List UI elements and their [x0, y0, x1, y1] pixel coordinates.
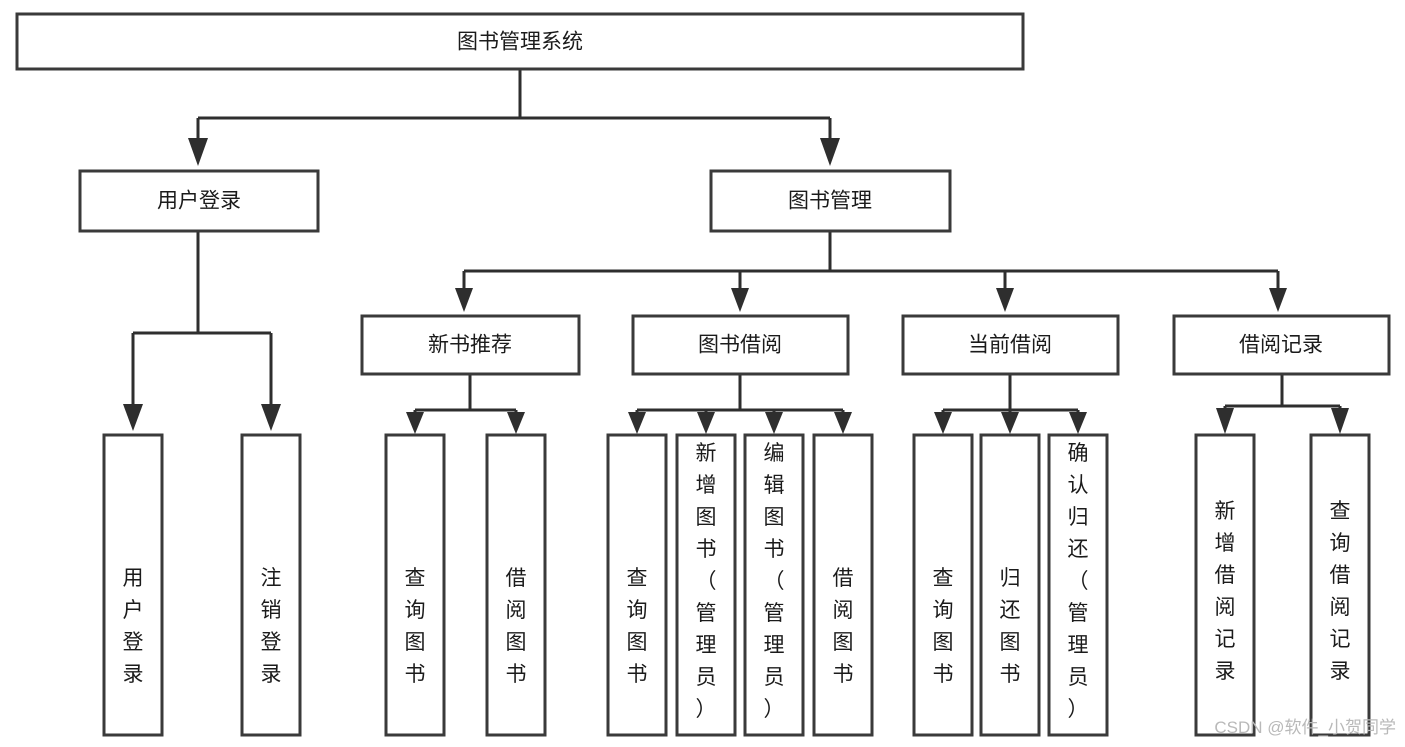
connector-layer: [123, 68, 1349, 434]
leaf-current-borrow-0[interactable]: 查询图书: [912, 433, 974, 737]
leaf-new-book-1-label: 借阅图书: [506, 567, 527, 686]
node-user-login-box[interactable]: [78, 169, 320, 233]
csdn-watermark: CSDN @软件_小贺同学: [1214, 718, 1396, 737]
arrow-head-bookborrow-leaf-0: [628, 412, 646, 434]
node-borrow-record[interactable]: 借阅记录: [1172, 314, 1391, 376]
leaf-current-borrow-1-box[interactable]: [979, 433, 1041, 737]
leaf-borrow-record-0-label: 新增借阅记录: [1215, 500, 1236, 683]
node-book-borrow-box[interactable]: [631, 314, 850, 376]
leaf-user-login-0-label: 用户登录: [123, 567, 144, 686]
node-root[interactable]: 图书管理系统: [15, 12, 1025, 71]
leaf-book-borrow-0-box[interactable]: [606, 433, 668, 737]
leaf-book-borrow-2-label: 编辑图书（管理员）: [764, 442, 785, 721]
leaf-user-login-1[interactable]: 注销登录: [240, 433, 302, 737]
leaf-borrow-record-1-label: 查询借阅记录: [1330, 500, 1351, 683]
leaf-book-borrow-0-label: 查询图书: [627, 567, 648, 686]
arrow-head-bookborrow: [731, 288, 749, 312]
arrow-head-currentborrow-leaf-1: [1001, 412, 1019, 434]
leaf-current-borrow-0-label: 查询图书: [933, 567, 954, 686]
arrow-head-userlogin-leaf-0: [123, 404, 143, 431]
arrow-head-bookmgmt: [820, 138, 840, 166]
arrow-head-bookborrow-leaf-1: [697, 412, 715, 434]
leaf-book-borrow-1-box[interactable]: [675, 433, 737, 737]
arrow-head-currentborrow-leaf-2: [1069, 412, 1087, 434]
arrow-head-userlogin-leaf-1: [261, 404, 281, 431]
node-new-book-recommend[interactable]: 新书推荐: [360, 314, 581, 376]
arrow-head-borrowrecord: [1269, 288, 1287, 312]
arrow-head-bookborrow-leaf-3: [834, 412, 852, 434]
node-book-borrow[interactable]: 图书借阅: [631, 314, 850, 376]
node-book-borrow-label: 图书借阅: [698, 334, 782, 357]
leaf-current-borrow-0-box[interactable]: [912, 433, 974, 737]
node-user-login-label: 用户登录: [157, 190, 241, 213]
node-current-borrow-box[interactable]: [901, 314, 1120, 376]
arrow-head-bookborrow-leaf-2: [765, 412, 783, 434]
leaf-new-book-0-box[interactable]: [384, 433, 446, 737]
leaf-user-login-1-label: 注销登录: [261, 567, 282, 686]
node-new-book-recommend-box[interactable]: [360, 314, 581, 376]
leaf-current-borrow-1-label: 归还图书: [1000, 567, 1021, 686]
leaf-current-borrow-2-label: 确认归还（管理员）: [1068, 442, 1089, 721]
leaf-user-login-0[interactable]: 用户登录: [102, 433, 164, 737]
leaf-user-login-1-box[interactable]: [240, 433, 302, 737]
leaf-book-borrow-1[interactable]: 新增图书（管理员）: [675, 433, 737, 737]
node-current-borrow[interactable]: 当前借阅: [901, 314, 1120, 376]
arrow-head-borrowrecord-leaf-1: [1331, 408, 1349, 434]
node-book-management-box[interactable]: [709, 169, 952, 233]
arrow-head-borrowrecord-leaf-0: [1216, 408, 1234, 434]
leaf-user-login-0-box[interactable]: [102, 433, 164, 737]
leaf-new-book-0[interactable]: 查询图书: [384, 433, 446, 737]
arrow-head-newbook-leaf-1: [507, 412, 525, 434]
arrow-head-currentborrow-leaf-0: [934, 412, 952, 434]
leaf-new-book-1[interactable]: 借阅图书: [485, 433, 547, 737]
leaf-borrow-record-0-box[interactable]: [1194, 433, 1256, 737]
arrow-head-userlogin: [188, 138, 208, 166]
leaf-borrow-record-0[interactable]: 新增借阅记录: [1194, 433, 1256, 737]
node-root-box[interactable]: [15, 12, 1025, 71]
leaf-book-borrow-2[interactable]: 编辑图书（管理员）: [743, 433, 805, 737]
node-borrow-record-label: 借阅记录: [1239, 334, 1323, 357]
arrow-head-currentborrow: [996, 288, 1014, 312]
leaf-book-borrow-3-label: 借阅图书: [833, 567, 854, 686]
leaf-book-borrow-1-label: 新增图书（管理员）: [696, 442, 717, 721]
node-borrow-record-box[interactable]: [1172, 314, 1391, 376]
leaf-borrow-record-1[interactable]: 查询借阅记录: [1309, 433, 1371, 737]
arrow-head-newbook: [455, 288, 473, 312]
leaf-book-borrow-3[interactable]: 借阅图书: [812, 433, 874, 737]
leaf-book-borrow-3-box[interactable]: [812, 433, 874, 737]
node-new-book-recommend-label: 新书推荐: [428, 334, 512, 357]
leaf-new-book-1-box[interactable]: [485, 433, 547, 737]
node-book-management[interactable]: 图书管理: [709, 169, 952, 233]
leaf-book-borrow-0[interactable]: 查询图书: [606, 433, 668, 737]
node-book-management-label: 图书管理: [788, 190, 872, 213]
leaf-current-borrow-1[interactable]: 归还图书: [979, 433, 1041, 737]
leaf-new-book-0-label: 查询图书: [405, 567, 426, 686]
leaf-current-borrow-2[interactable]: 确认归还（管理员）: [1047, 433, 1109, 737]
leaf-current-borrow-2-box[interactable]: [1047, 433, 1109, 737]
leaf-borrow-record-1-box[interactable]: [1309, 433, 1371, 737]
node-user-login[interactable]: 用户登录: [78, 169, 320, 233]
node-root-label: 图书管理系统: [457, 31, 583, 54]
node-current-borrow-label: 当前借阅: [968, 334, 1052, 357]
arrow-head-newbook-leaf-0: [406, 412, 424, 434]
leaf-book-borrow-2-box[interactable]: [743, 433, 805, 737]
